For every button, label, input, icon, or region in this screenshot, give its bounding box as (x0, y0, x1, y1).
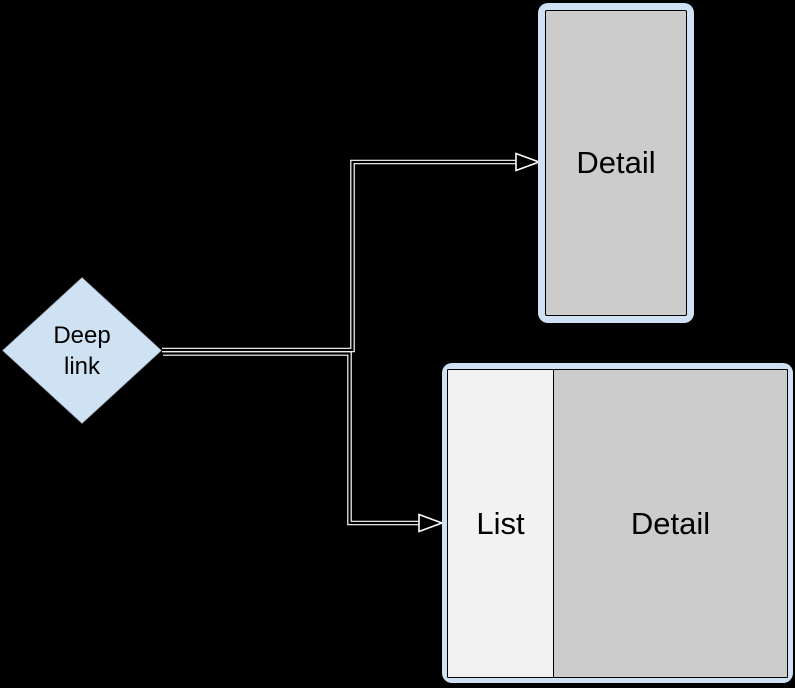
arrowhead-to-phone (515, 152, 542, 172)
deep-link-diamond-shape (1, 276, 163, 425)
tablet-screen: List Detail (447, 369, 788, 678)
tablet-detail-label: Detail (630, 505, 711, 541)
phone-frame: Detail (538, 3, 694, 323)
arrow-deeplink-to-phone (162, 152, 542, 353)
deep-link-label: Deep link (53, 322, 111, 380)
tablet-list-label: List (476, 505, 525, 541)
arrow-deeplink-to-tablet (163, 351, 445, 533)
tablet-detail-pane: Detail (554, 370, 787, 677)
tablet-frame: List Detail (442, 363, 793, 683)
phone-detail-pane: Detail (545, 10, 687, 316)
tablet-list-pane: List (448, 370, 554, 677)
phone-detail-label: Detail (576, 145, 656, 180)
arrowhead-to-tablet (418, 513, 445, 533)
